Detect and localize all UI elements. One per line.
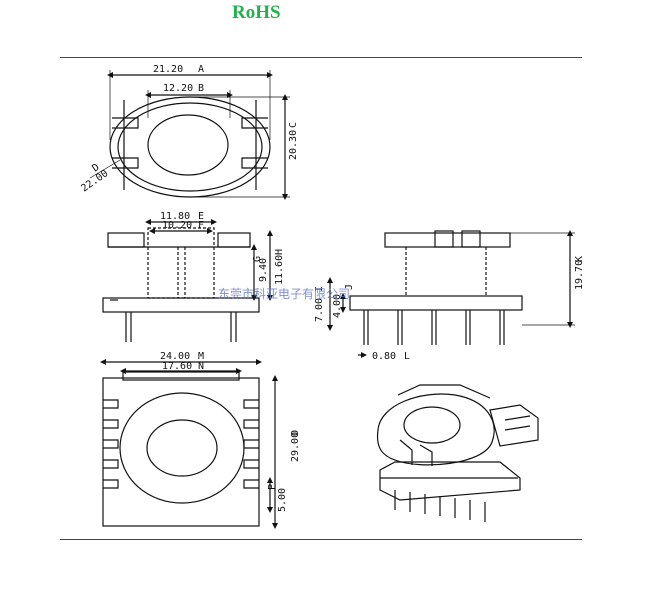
dim-front-h1-tag: G (252, 256, 263, 262)
dim-bottom-pitch-tag: P (267, 484, 278, 490)
dim-side-pin: 4.00 (332, 294, 343, 318)
dim-front-inner: 10.20 (162, 220, 192, 231)
dim-front-h1: 9.40 (258, 258, 269, 282)
dim-side-pin-dia-tag: L (404, 351, 410, 362)
dim-bottom-height: 29.00 (290, 432, 301, 462)
dim-front-outer: 11.80 (160, 211, 190, 222)
dim-top-inner: 12.20 (163, 83, 193, 94)
top-view (89, 70, 290, 200)
dim-bottom-inner: 17.60 (162, 361, 192, 372)
dim-side-pin-tag: J (344, 284, 355, 290)
dim-side-h: 7.00 (314, 298, 325, 322)
dim-bottom-width-tag: M (198, 351, 204, 362)
dim-top-inner-tag: B (198, 83, 204, 94)
dim-top-width: 21.20 (153, 64, 183, 75)
rohs-badge: RoHS (232, 2, 281, 23)
dim-front-inner-tag: F (198, 220, 204, 231)
dim-bottom-inner-tag: N (198, 361, 204, 372)
dim-side-h-tag: I (314, 286, 325, 292)
side-view (327, 230, 575, 358)
dim-bottom-height-tag: O (290, 430, 301, 436)
dim-bottom-width: 24.00 (160, 351, 190, 362)
dim-top-dia-tag: D (90, 162, 101, 174)
dim-side-total-tag: K (574, 256, 585, 262)
bottom-border-line (60, 539, 582, 540)
dim-side-pin-dia: 0.80 (372, 351, 396, 362)
company-watermark: 东莞市科亚电子有限公司 (218, 286, 350, 301)
dim-bottom-pitch: 5.00 (277, 488, 288, 512)
bottom-view (100, 359, 278, 529)
dim-top-width-tag: A (198, 64, 204, 75)
front-view (102, 219, 273, 342)
dim-front-h2-tag: H (274, 249, 285, 255)
dimension-labels: 21.20 A 12.20 B 20.30 C 22.00 D 11.80 E … (79, 64, 585, 512)
dim-front-outer-tag: E (198, 211, 204, 222)
top-border-line (60, 57, 582, 58)
dim-side-total: 19.70 (574, 260, 585, 290)
dim-top-height-tag: C (288, 122, 299, 128)
dim-front-h2: 11.60 (274, 255, 285, 285)
dim-top-height: 20.30 (288, 130, 299, 160)
isometric-view (376, 384, 539, 522)
